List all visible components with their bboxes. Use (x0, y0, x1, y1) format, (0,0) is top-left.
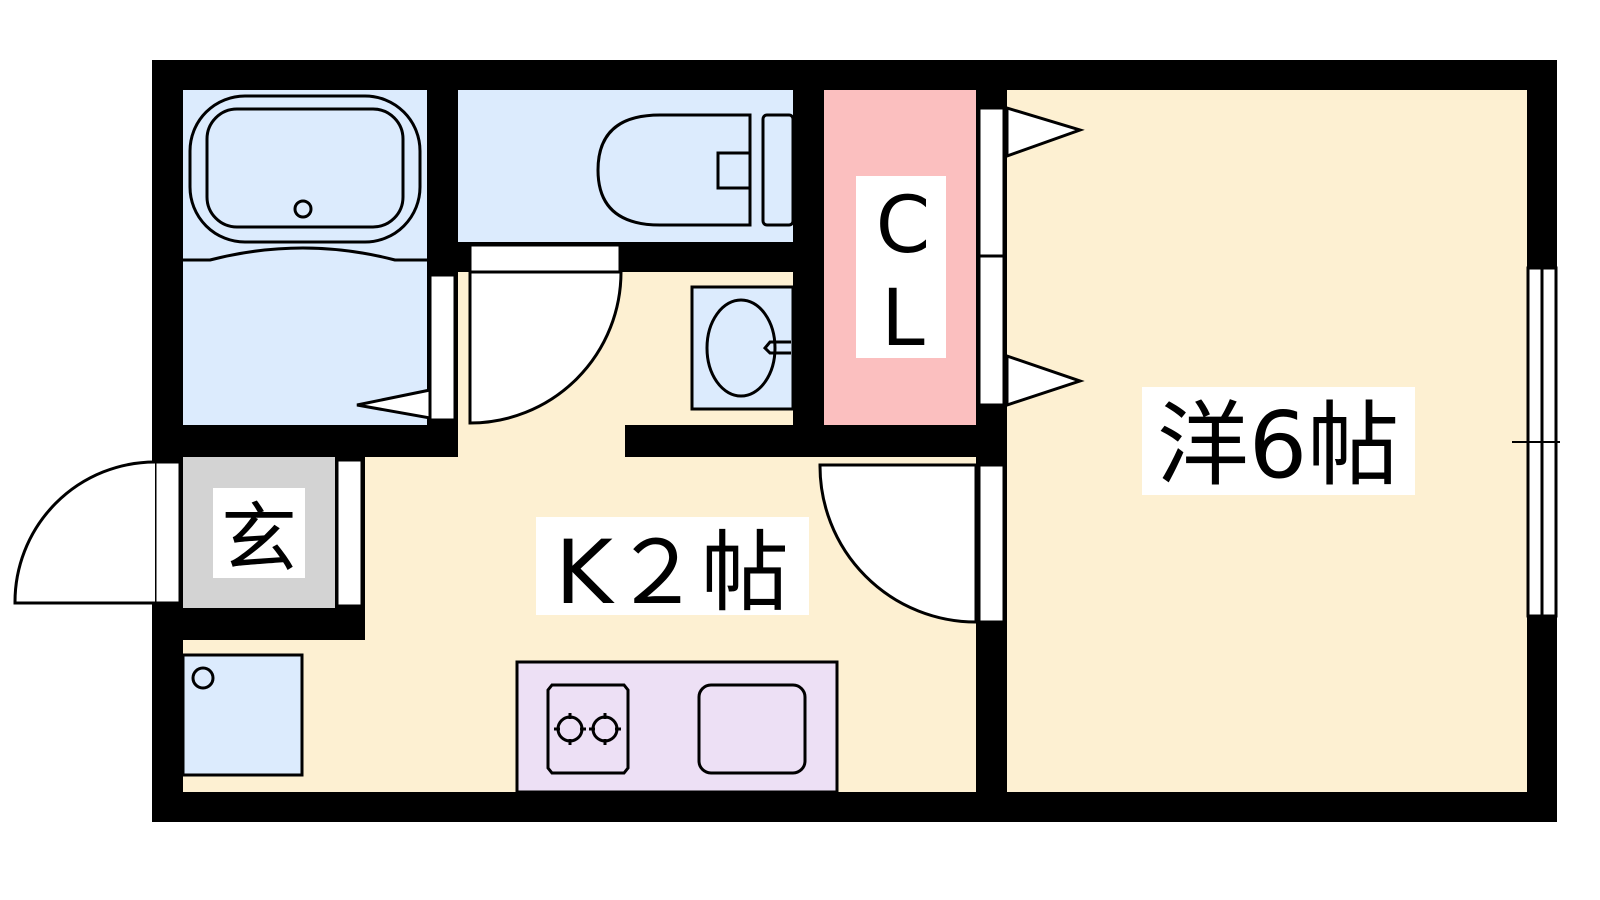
kitchen-counter (515, 660, 839, 794)
toilet-room (458, 90, 795, 242)
washbasin-icon (690, 285, 795, 411)
window (1512, 266, 1560, 618)
entrance-label: 玄 (221, 494, 297, 583)
toilet-door[interactable] (468, 243, 623, 425)
closet-label-bg (856, 176, 946, 358)
bathroom (183, 90, 427, 425)
closet-doors[interactable] (977, 105, 1085, 408)
closet-label-c: C (876, 181, 930, 271)
bathtub-icon (188, 94, 422, 244)
closet-label-l: L (881, 274, 925, 364)
kitchen-label: K２帖 (555, 521, 789, 624)
western-room-label: 洋6帖 (1157, 392, 1400, 499)
bathroom-sliding-door[interactable] (356, 273, 457, 422)
washer-space (181, 653, 304, 777)
drain-icon (293, 199, 313, 219)
entrance-step (335, 458, 364, 608)
western-label-bg (1142, 387, 1415, 495)
sink-icon (697, 683, 807, 775)
entrance-door[interactable] (13, 460, 182, 605)
kitchen-label-bg (536, 517, 809, 615)
western-room-door[interactable] (818, 463, 1006, 624)
toilet-icon (596, 113, 752, 227)
stove-icon (546, 683, 630, 775)
